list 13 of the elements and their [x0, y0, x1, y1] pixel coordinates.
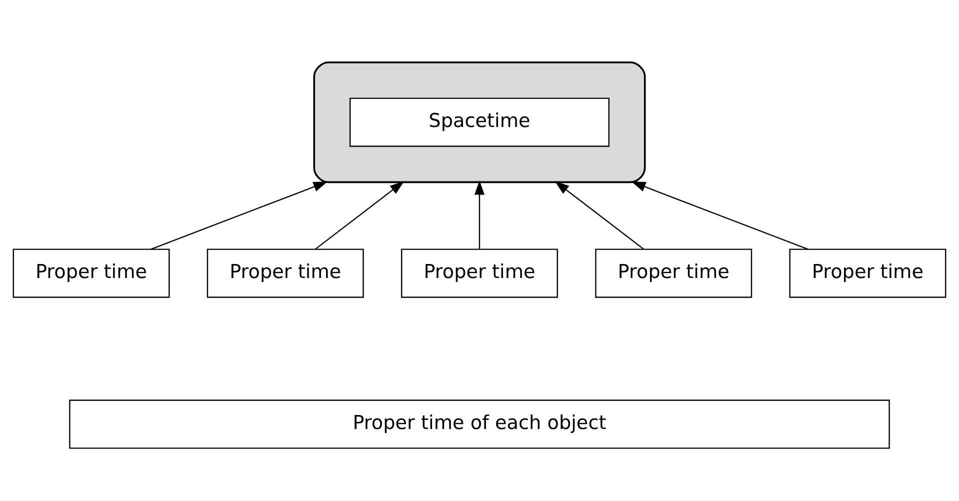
node-box: Proper time: [789, 248, 946, 298]
node-box: Proper time of each object: [69, 400, 890, 449]
node-box: Proper time: [595, 248, 752, 298]
node-box: Proper time: [12, 248, 170, 298]
node-box: Proper time: [206, 248, 364, 298]
arrow: [150, 182, 328, 250]
arrow: [631, 182, 808, 250]
node-box: Proper time: [401, 248, 558, 298]
arrow: [554, 181, 644, 250]
node-box: Spacetime: [349, 98, 610, 147]
cluster: [313, 61, 646, 184]
arrow: [474, 180, 485, 250]
arrow: [314, 181, 404, 250]
